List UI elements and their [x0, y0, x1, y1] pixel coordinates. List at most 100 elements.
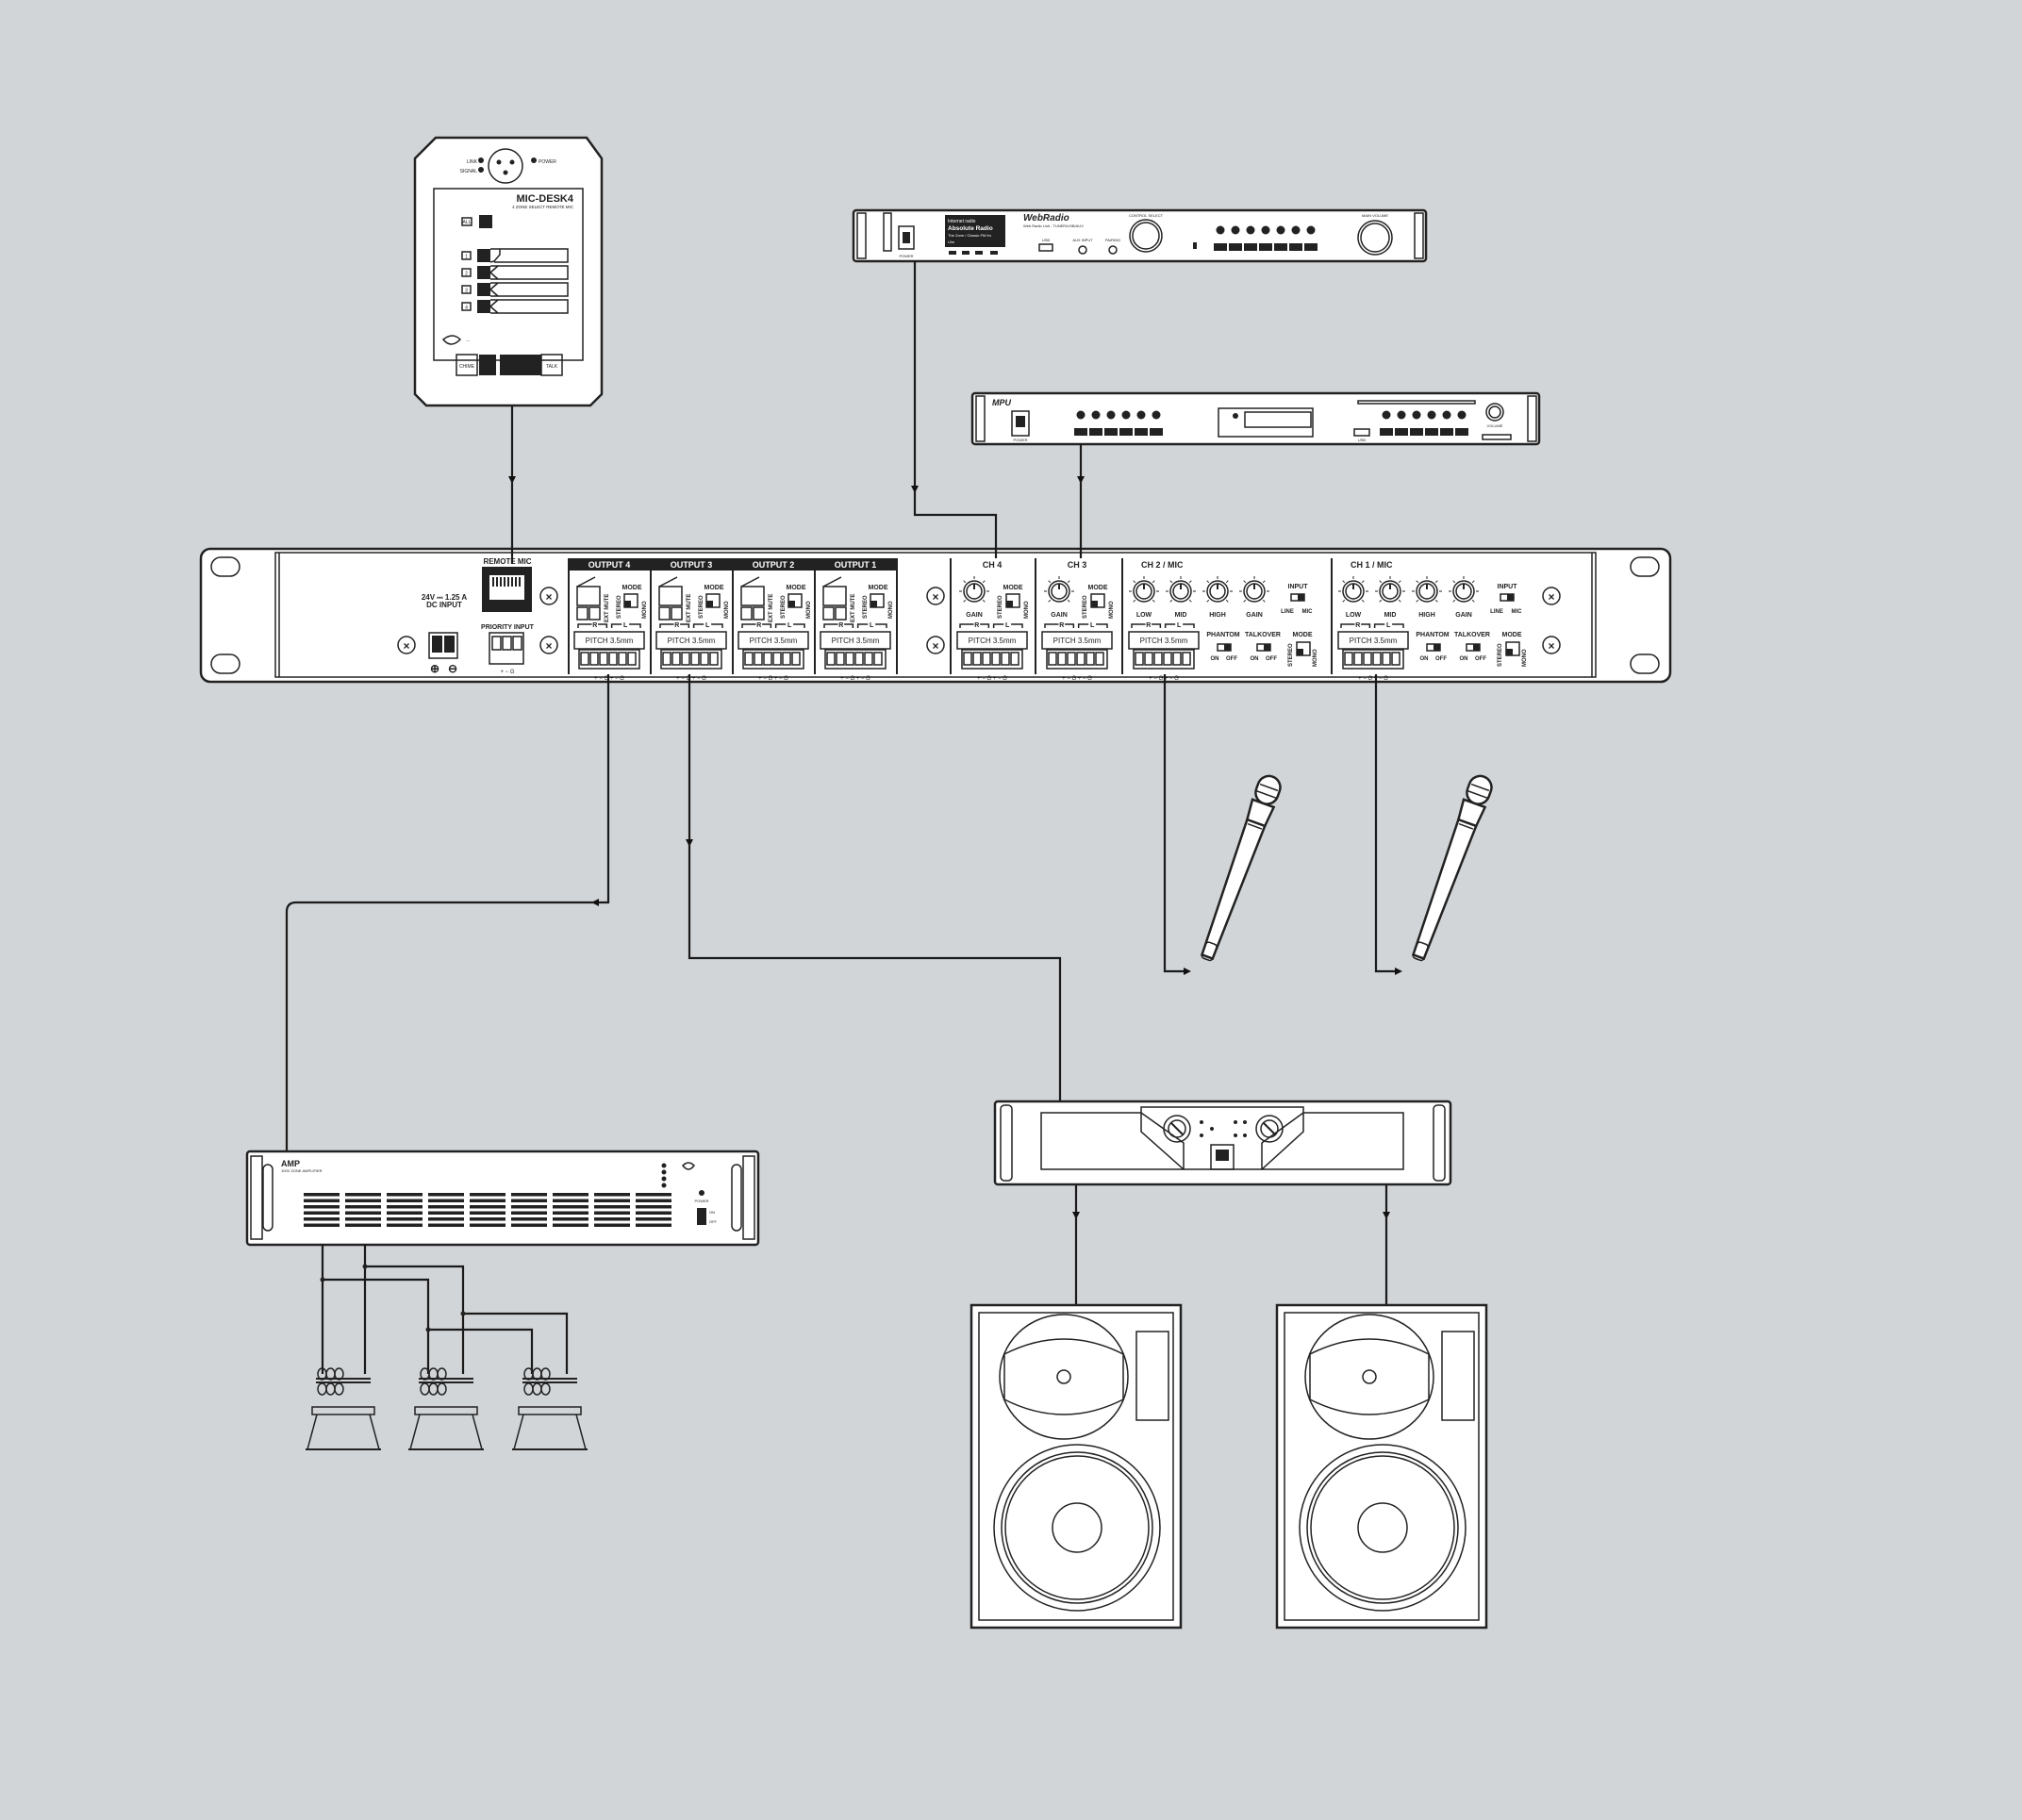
power-amplifier[interactable]: [993, 1100, 1452, 1186]
remote-mic-desk[interactable]: LINK SIGNAL POWER MIC-DESK4 4 ZONE SELEC…: [413, 136, 604, 407]
high-eq-knob[interactable]: [1202, 576, 1233, 603]
dc-input-terminal[interactable]: [428, 632, 458, 659]
mode-switch[interactable]: [870, 593, 885, 608]
vent-slot: [387, 1193, 423, 1197]
input-terminal[interactable]: + − G + − G: [1046, 649, 1108, 682]
vent-slot: [553, 1211, 588, 1215]
pitch-box: [820, 631, 891, 650]
amp100v-power-switch[interactable]: [697, 1208, 706, 1225]
low-eq-knob[interactable]: [1338, 576, 1368, 603]
output-terminal[interactable]: + − G + − G: [578, 649, 640, 682]
mid-eq-knob[interactable]: [1375, 576, 1405, 603]
mpu-usb-port[interactable]: [1353, 428, 1370, 437]
mode-switch[interactable]: [1296, 641, 1311, 656]
pitch-box: [1337, 631, 1409, 650]
pitch-label: PITCH 3.5mm: [969, 637, 1017, 645]
phantom-switch[interactable]: [1217, 643, 1232, 652]
input-terminal[interactable]: + − G + − G: [1342, 649, 1404, 682]
mode-switch[interactable]: [705, 593, 721, 608]
vent-slot: [304, 1193, 340, 1197]
vent-slot: [470, 1199, 506, 1202]
rj45-pins: [492, 577, 521, 587]
mpu-transport-buttons[interactable]: [1074, 410, 1163, 437]
output-terminal[interactable]: + − G + − G: [742, 649, 804, 682]
mpu-power-switch[interactable]: [1011, 410, 1030, 437]
signal-label: SIGNAL: [460, 169, 478, 174]
control-select-knob[interactable]: [1129, 219, 1163, 253]
talkover-label: TALKOVER: [1245, 632, 1281, 638]
vent-slot: [553, 1199, 588, 1202]
ext-mute-terminal[interactable]: [576, 606, 588, 620]
mode-label: MODE: [622, 585, 642, 591]
gain-knob[interactable]: [959, 576, 989, 603]
mode-switch[interactable]: [1090, 593, 1105, 608]
ext-mute-terminal[interactable]: [822, 606, 835, 620]
gain-label: GAIN: [966, 612, 983, 619]
input-terminal[interactable]: + − G + − G: [961, 649, 1023, 682]
zone-1-button[interactable]: [477, 249, 490, 262]
zone-buttons: 1 2 3 4: [461, 248, 569, 314]
chime-button[interactable]: [479, 355, 496, 375]
talk-button[interactable]: [500, 355, 541, 375]
main-volume-knob[interactable]: [1357, 220, 1393, 256]
vent-slot: [594, 1211, 630, 1215]
power-switch[interactable]: [898, 225, 915, 250]
talkover-switch[interactable]: [1466, 643, 1481, 652]
phantom-switch[interactable]: [1426, 643, 1441, 652]
link-label: LINK: [467, 159, 478, 165]
high-eq-knob[interactable]: [1412, 576, 1442, 603]
vent-slot: [470, 1223, 506, 1227]
output-terminal[interactable]: + − G + − G: [660, 649, 722, 682]
line-mic-switch[interactable]: [1290, 593, 1305, 602]
mid-eq-knob[interactable]: [1166, 576, 1196, 603]
mpu-volume-knob[interactable]: [1485, 403, 1504, 422]
mode-switch[interactable]: [1005, 593, 1020, 608]
zone-4-button[interactable]: [477, 300, 490, 313]
priority-input-terminal[interactable]: [489, 632, 524, 665]
ext-mute-terminal[interactable]: [740, 606, 753, 620]
output-terminal[interactable]: + − G + − G: [824, 649, 887, 682]
mode-switch[interactable]: [623, 593, 638, 608]
mpu-brand: MPU: [992, 398, 1012, 407]
r-label: R: [674, 622, 679, 629]
zone-all-button[interactable]: [479, 215, 492, 228]
zone-2-button[interactable]: [477, 266, 490, 279]
mpu-media-player[interactable]: MPU POWER USB VOLUME: [970, 391, 1541, 446]
vent-slot: [345, 1193, 381, 1197]
talkover-switch[interactable]: [1256, 643, 1271, 652]
rack-ear-hole-tr: [1630, 556, 1660, 577]
usb-port[interactable]: [1038, 243, 1053, 252]
gain-knob[interactable]: [1449, 576, 1479, 603]
mpu-right-buttons[interactable]: [1380, 410, 1468, 437]
r-label: R: [1146, 622, 1151, 629]
cd-slot: [1357, 400, 1476, 405]
gain-knob[interactable]: [1044, 576, 1074, 603]
amp-100v-unit[interactable]: AMP 100V ZONE AMPLIFIER POWER ON OFF: [245, 1150, 760, 1247]
vent-slot: [636, 1217, 671, 1221]
ext-mute-terminal[interactable]: [658, 606, 671, 620]
mixer-rack-unit[interactable]: × × × × × × × 24V ⎓ 1.25 A DC INPUT ⊕ ⊖ …: [199, 547, 1672, 684]
amp-left-gain-knob[interactable]: [1163, 1115, 1191, 1143]
amp-right-gain-knob[interactable]: [1255, 1115, 1284, 1143]
pairing-button[interactable]: [1108, 245, 1118, 255]
stereo-label: STEREO: [781, 595, 787, 619]
gain-knob[interactable]: [1239, 576, 1269, 603]
web-radio-unit[interactable]: POWER Internet radio Absolute Radio The …: [852, 208, 1428, 263]
aux-input-jack[interactable]: [1078, 245, 1087, 255]
zone-3-button[interactable]: [477, 283, 490, 296]
amp-power-switch[interactable]: [1210, 1144, 1235, 1170]
low-eq-knob[interactable]: [1129, 576, 1159, 603]
pitch-label: PITCH 3.5mm: [668, 637, 716, 645]
mode-switch[interactable]: [1505, 641, 1520, 656]
screen-line-4: Ulm: [948, 240, 955, 244]
preset-buttons[interactable]: [1214, 225, 1318, 252]
off-label: OFF: [1226, 656, 1237, 662]
status-leds: [661, 1163, 667, 1188]
line-mic-switch[interactable]: [1500, 593, 1515, 602]
mode-switch[interactable]: [787, 593, 803, 608]
